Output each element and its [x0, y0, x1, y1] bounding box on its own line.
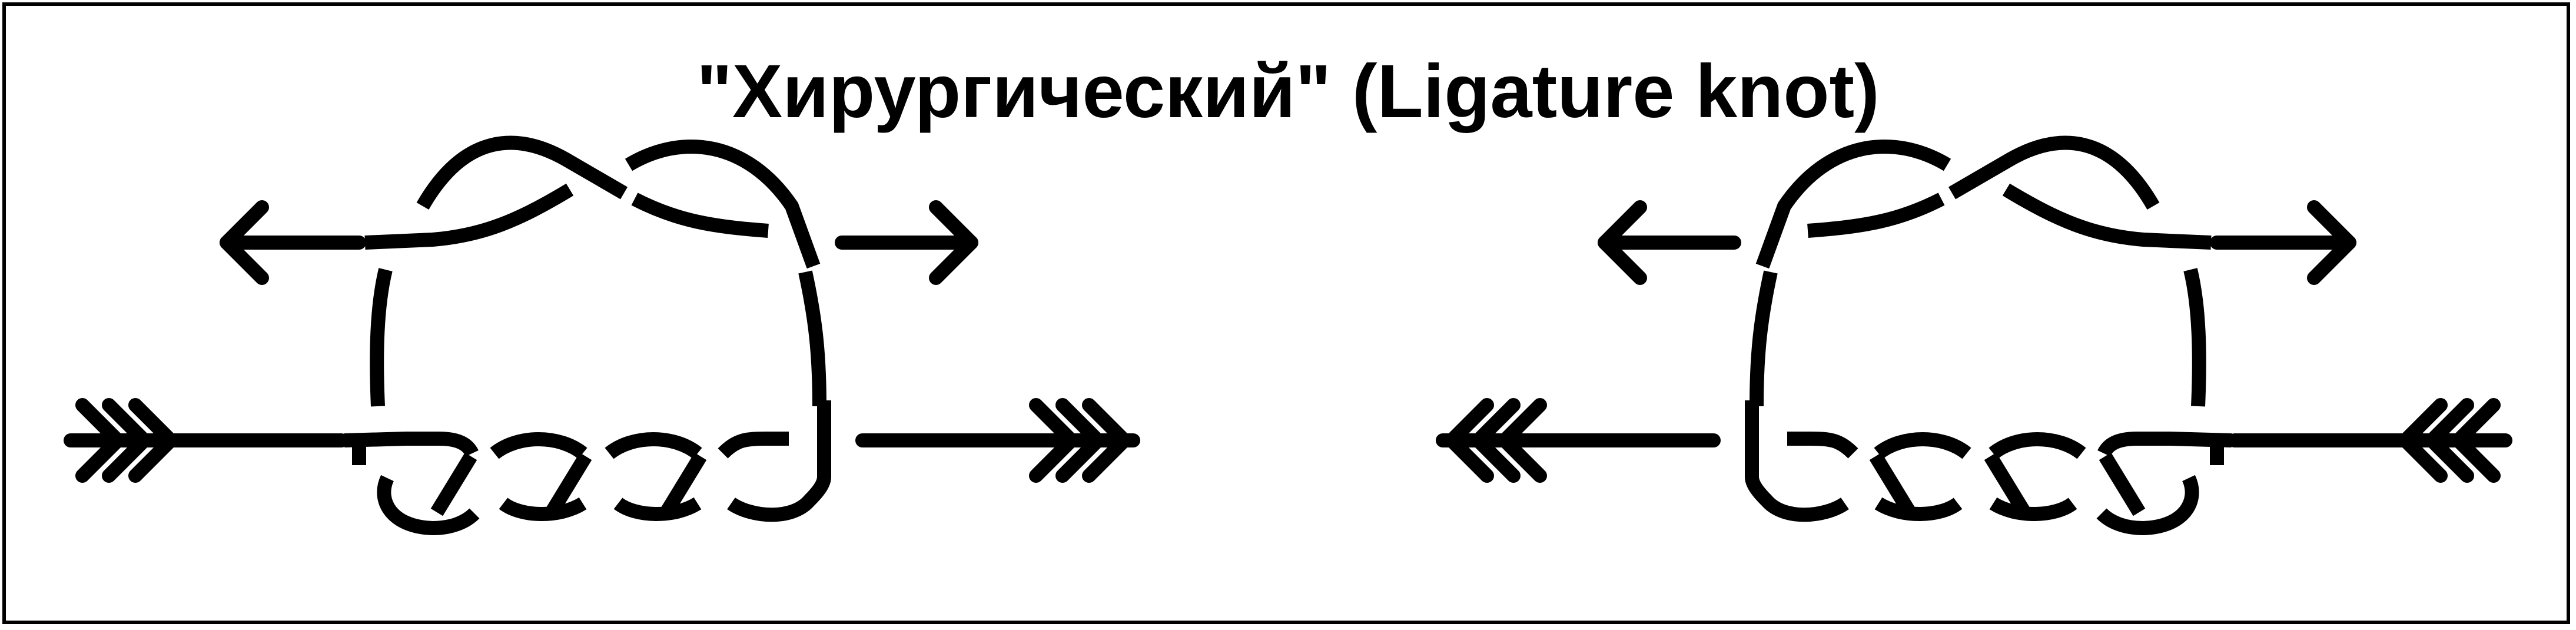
diagram-title: "Хирургический" (Ligature knot)	[696, 49, 1880, 134]
left-knot	[71, 143, 1133, 528]
right-knot-mirrored	[1443, 143, 2505, 528]
